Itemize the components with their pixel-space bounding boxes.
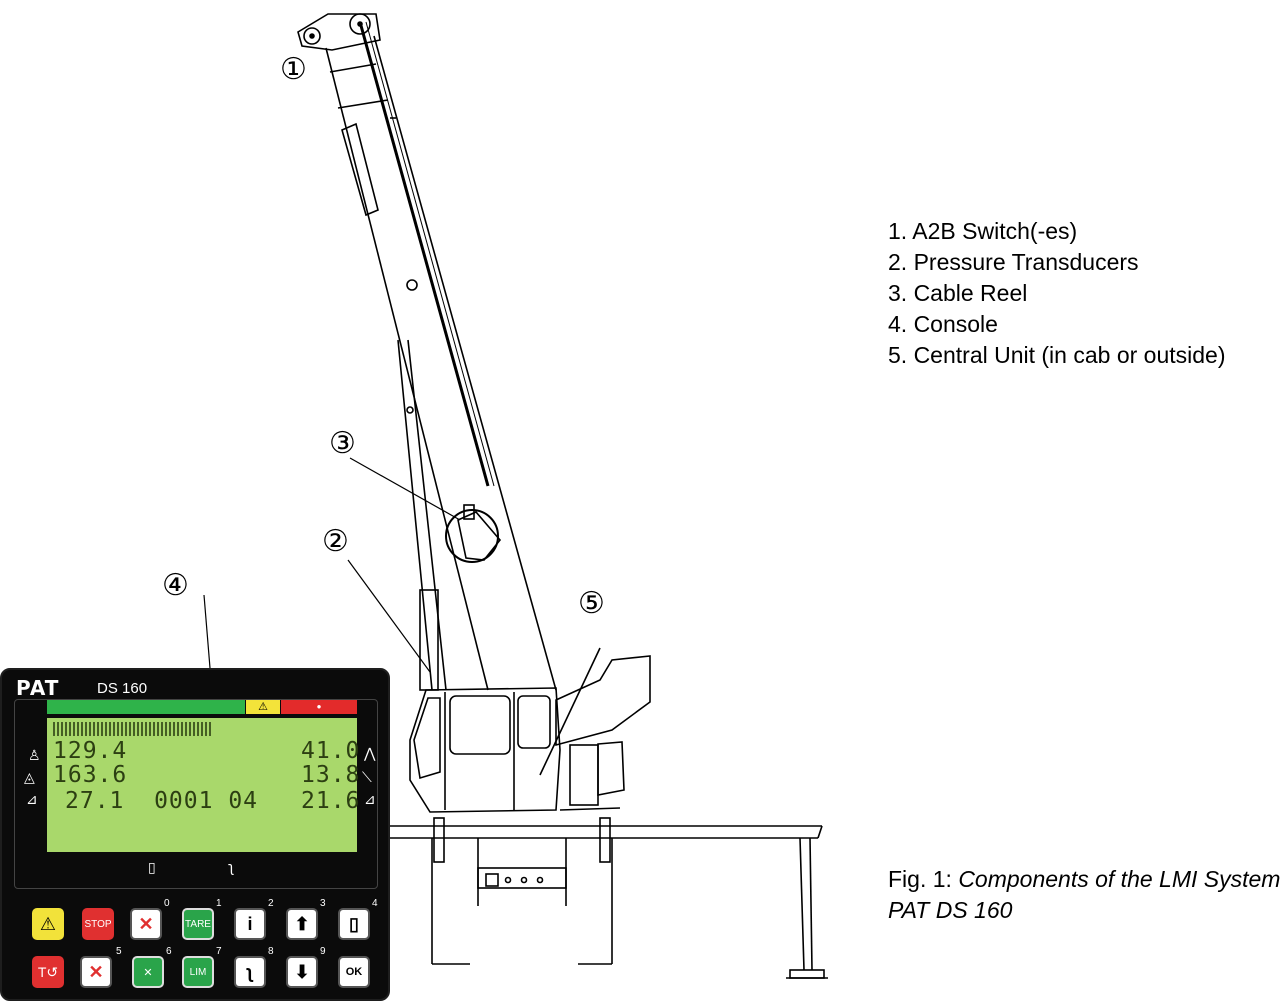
callout-3: ③ bbox=[329, 426, 356, 461]
callout-2: ② bbox=[322, 524, 349, 559]
legend-item-4: 4. Console bbox=[888, 311, 998, 337]
boom bbox=[325, 21, 557, 691]
screen-frame bbox=[14, 699, 378, 889]
key-number-0: 0 bbox=[164, 898, 170, 909]
key-number-4: 4 bbox=[372, 898, 378, 909]
callout-4: ④ bbox=[162, 568, 189, 603]
caption-text: Components of the LMI System PAT DS 160 bbox=[888, 866, 1281, 923]
cab bbox=[409, 647, 601, 813]
callout-1: ① bbox=[280, 52, 307, 87]
key-number-3: 3 bbox=[320, 898, 326, 909]
cancel-key[interactable]: ✕ bbox=[132, 956, 164, 988]
key-number-1: 1 bbox=[216, 898, 222, 909]
caption-prefix: Fig. 1: bbox=[888, 866, 959, 892]
lcd-row1-right: 41.0 bbox=[301, 738, 361, 764]
hook-icon: ʅ bbox=[228, 860, 235, 876]
boom-angle-icon: ⊿ bbox=[26, 792, 38, 808]
callout-5: ⑤ bbox=[578, 586, 605, 621]
lcd-row2-right: 13.8 bbox=[301, 762, 361, 788]
ok-key[interactable]: OK bbox=[338, 956, 370, 988]
page-key[interactable]: ▯ bbox=[338, 908, 370, 940]
key-number-8: 8 bbox=[268, 946, 274, 957]
status-bar-stop: ● bbox=[281, 700, 357, 714]
boom-length-icon: ⋀ bbox=[364, 746, 376, 762]
lcd-row3: 27.1 0001 04 bbox=[65, 788, 259, 814]
boom-extend-icon: ⟍ bbox=[362, 770, 372, 786]
lcd-row2-left: 163.6 bbox=[53, 762, 128, 788]
legend-item-2: 2. Pressure Transducers bbox=[888, 249, 1139, 275]
warning-icon: ⚠ bbox=[258, 701, 268, 713]
stop-lamp-icon: ● bbox=[316, 702, 322, 711]
key-number-9: 9 bbox=[320, 946, 326, 957]
brand-logo: PAT bbox=[16, 676, 60, 700]
bypass-key[interactable]: ✕ bbox=[80, 956, 112, 988]
key-number-6: 6 bbox=[166, 946, 172, 957]
limit-key[interactable]: LIM bbox=[182, 956, 214, 988]
cable-reel bbox=[445, 504, 502, 563]
override-key[interactable]: T↺ bbox=[32, 956, 64, 988]
warning-key[interactable]: ⚠ bbox=[32, 908, 64, 940]
legend-item-5: 5. Central Unit (in cab or outside) bbox=[888, 342, 1226, 368]
carrier bbox=[390, 817, 828, 979]
component-legend: 1. A2B Switch(-es) 2. Pressure Transduce… bbox=[888, 216, 1228, 371]
down-key[interactable]: ⬇ bbox=[286, 956, 318, 988]
console-panel: PAT DS 160 ⚠ ● 129.4 41.0 163.6 13.8 27.… bbox=[0, 668, 390, 1001]
lift-cylinder bbox=[397, 339, 447, 691]
key-number-7: 7 bbox=[216, 946, 222, 957]
radius-icon: ◬ bbox=[24, 770, 35, 786]
hook-key[interactable]: ʅ bbox=[234, 956, 266, 988]
legend-item-3: 3. Cable Reel bbox=[888, 280, 1028, 306]
tare-key[interactable]: TARE bbox=[182, 908, 214, 940]
status-bar-warning: ⚠ bbox=[246, 700, 280, 714]
key-number-2: 2 bbox=[268, 898, 274, 909]
status-bar-ok bbox=[47, 700, 245, 714]
figure-caption: Fig. 1: Components of the LMI System PAT… bbox=[888, 864, 1287, 926]
up-key[interactable]: ⬆ bbox=[286, 908, 318, 940]
info-key[interactable]: i bbox=[234, 908, 266, 940]
model-label: DS 160 bbox=[97, 680, 148, 697]
horn-mute-key[interactable]: ✕ bbox=[130, 908, 162, 940]
stop-key[interactable]: STOP bbox=[82, 908, 114, 940]
page-icon: ▯ bbox=[148, 860, 156, 876]
angle-icon: ⊿ bbox=[364, 792, 376, 808]
leader-lines bbox=[203, 457, 461, 673]
load-icon: ♙ bbox=[28, 748, 41, 764]
superstructure bbox=[555, 655, 651, 811]
lcd-load-bargraph bbox=[53, 722, 213, 736]
legend-item-1: 1. A2B Switch(-es) bbox=[888, 218, 1078, 244]
lcd-row3-right: 21.6 bbox=[301, 788, 361, 814]
lcd-display: 129.4 41.0 163.6 13.8 27.1 0001 04 21.6 bbox=[47, 718, 361, 852]
lcd-row1-left: 129.4 bbox=[53, 738, 128, 764]
key-number-5: 5 bbox=[116, 946, 122, 957]
